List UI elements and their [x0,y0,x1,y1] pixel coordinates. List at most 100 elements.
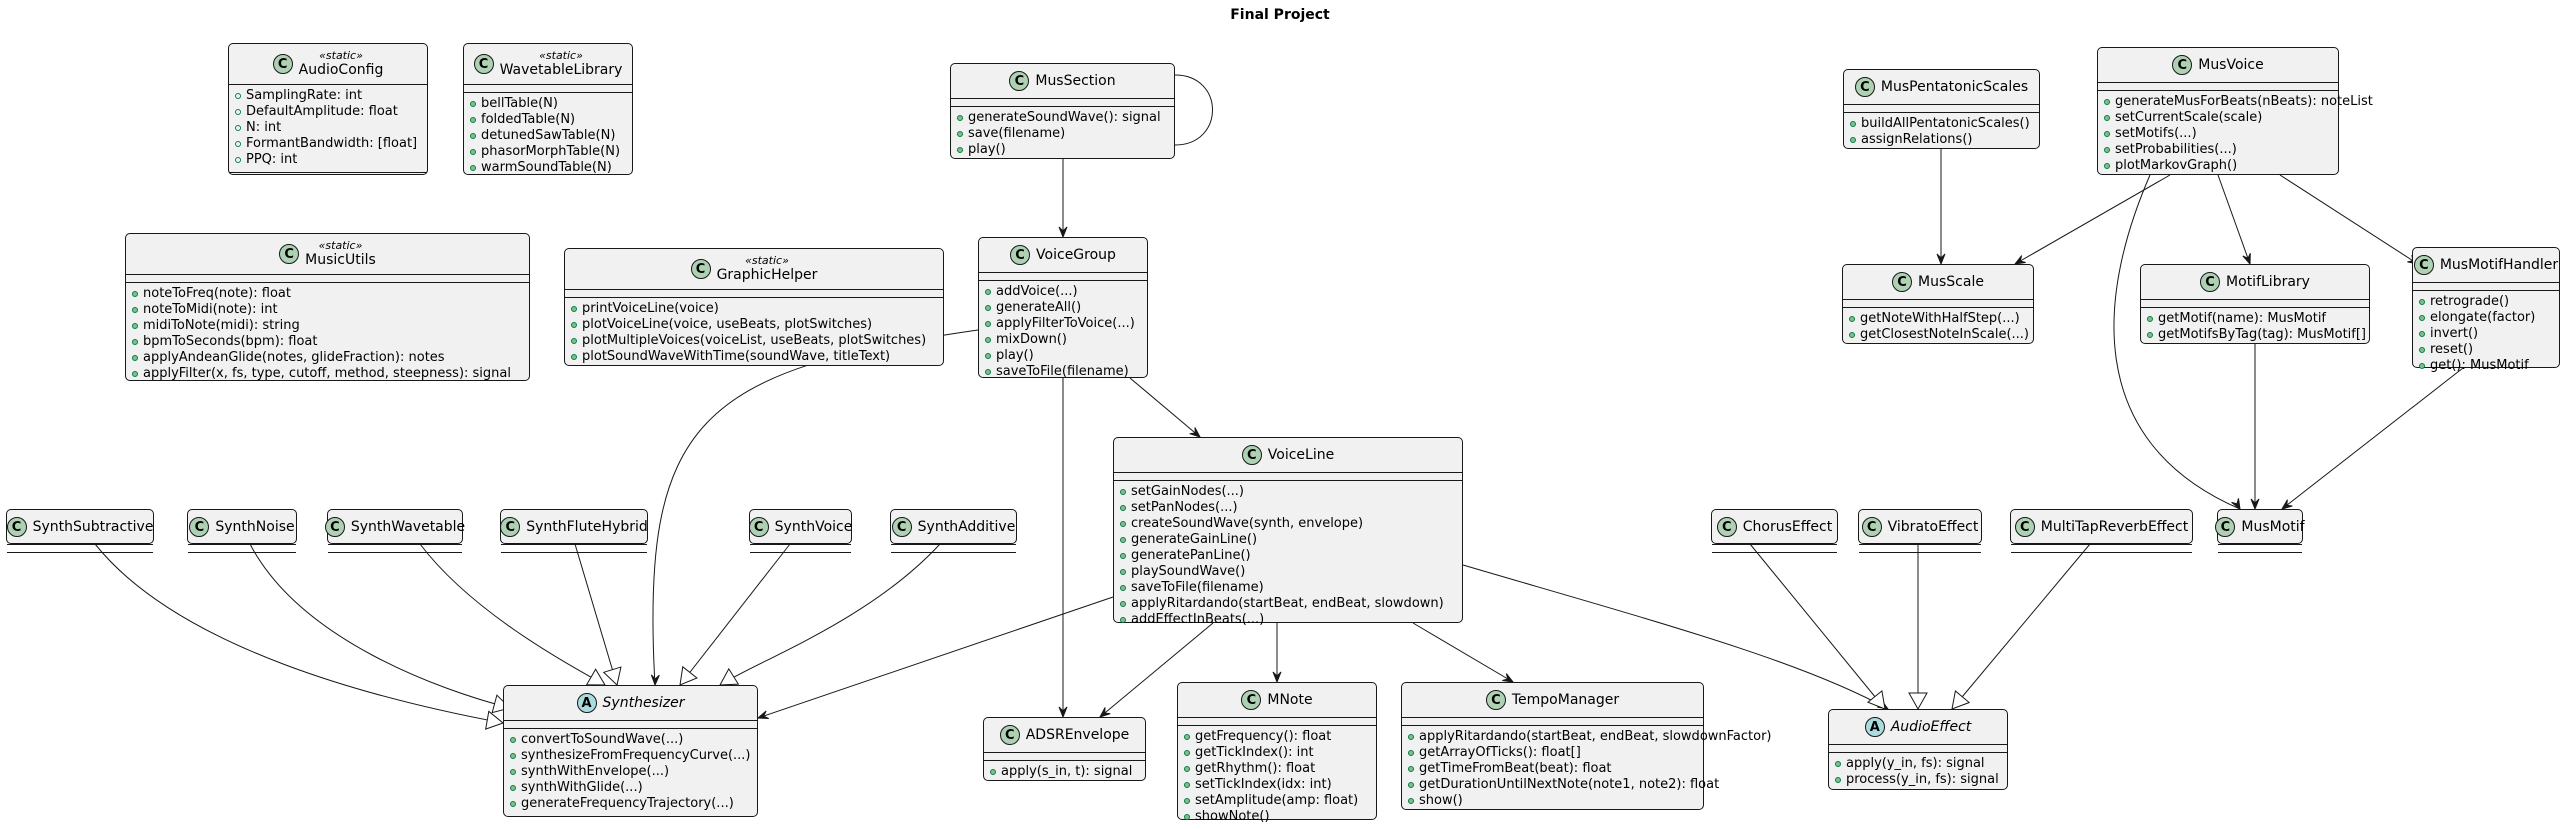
method-visibility-icon [1120,617,1126,623]
method-visibility-icon [132,307,138,313]
class-icon: C [891,517,912,537]
method-visibility-icon [1850,121,1856,127]
method-text: midiToNote(midi): string [143,318,300,333]
method-text: retrograde() [2430,294,2510,309]
association-arrowhead [1098,707,1111,718]
relation-mus-voice-to-motif-library [2217,174,2251,266]
method-row: apply(y_in, fs): signal [1833,756,2003,772]
method-visibility-icon [1835,777,1841,783]
method-row: assignRelations() [1848,132,2035,148]
method-visibility-icon [985,289,991,295]
class-icon: C [2172,55,2193,75]
method-row: plotVoiceLine(voice, useBeats, plotSwitc… [569,317,939,333]
method-text: buildAllPentatonicScales() [1861,116,2030,131]
field-row: SamplingRate: int [233,88,423,104]
method-row: generateFrequencyTrajectory(...) [508,796,753,812]
method-text: saveToFile(filename) [1131,580,1264,595]
class-name-block: MusMotif [2241,519,2304,536]
association-arrowhead [2280,499,2293,510]
relation-line [1099,622,1214,718]
relation-mus-section-to-voice-group [1058,159,1068,239]
relation-synth-voice-to-synthesizer [679,543,791,686]
class-name: VoiceLine [1267,446,1335,463]
class-name-block: MusVoice [2198,57,2264,74]
method-visibility-icon [2147,332,2153,338]
method-text: save(filename) [968,126,1066,141]
method-row: noteToFreq(note): float [130,286,525,302]
fields-compartment [565,289,943,297]
method-row: getNoteWithHalfStep(...) [1847,311,2029,327]
methods-compartment [1859,552,1981,560]
relation-line [2281,367,2464,510]
method-row: applyRitardando(startBeat, endBeat, slow… [1118,596,1458,612]
method-text: applyFilter(x, fs, type, cutoff, method,… [143,366,511,381]
method-text: setMotifs(...) [2115,126,2197,141]
field-text: N: int [246,120,282,135]
method-visibility-icon [2104,131,2110,137]
relation-mus-voice-to-mus-motif [2113,174,2241,511]
method-row: applyRitardando(startBeat, endBeat, slow… [1406,729,1772,745]
class-icon: C [1009,71,1030,91]
method-visibility-icon [1120,553,1126,559]
method-row: invert() [2417,326,2555,342]
methods-compartment [188,552,296,560]
class-icon: C [189,517,210,537]
relation-synth-flute-hybrid-to-synthesizer [574,543,622,686]
method-text: play() [996,348,1034,363]
inheritance-arrowhead [585,668,606,686]
stereotype-label: «static» [319,48,363,62]
class-name-block: ChorusEffect [1743,519,1832,536]
class-name: AudioEffect [1890,718,1972,735]
fields-compartment [7,544,153,552]
method-visibility-icon [1850,137,1856,143]
relation-vibrato-effect-to-audio-effect [1908,544,1928,711]
method-visibility-icon [132,323,138,329]
relation-line [1462,564,1889,710]
class-name: AudioConfig [298,61,384,78]
method-text: plotVoiceLine(voice, useBeats, plotSwitc… [582,317,873,332]
method-visibility-icon [1184,766,1190,772]
association-arrowhead [1058,226,1068,239]
relation-line [757,596,1114,719]
class-name: VibratoEffect [1887,518,1979,535]
method-visibility-icon [1120,537,1126,543]
method-visibility-icon [1120,569,1126,575]
class-name: MusVoice [2198,56,2264,73]
method-text: setPanNodes(...) [1131,500,1238,515]
method-row: play() [955,142,1170,158]
relation-voice-line-to-adsrenvelope [1098,622,1214,718]
